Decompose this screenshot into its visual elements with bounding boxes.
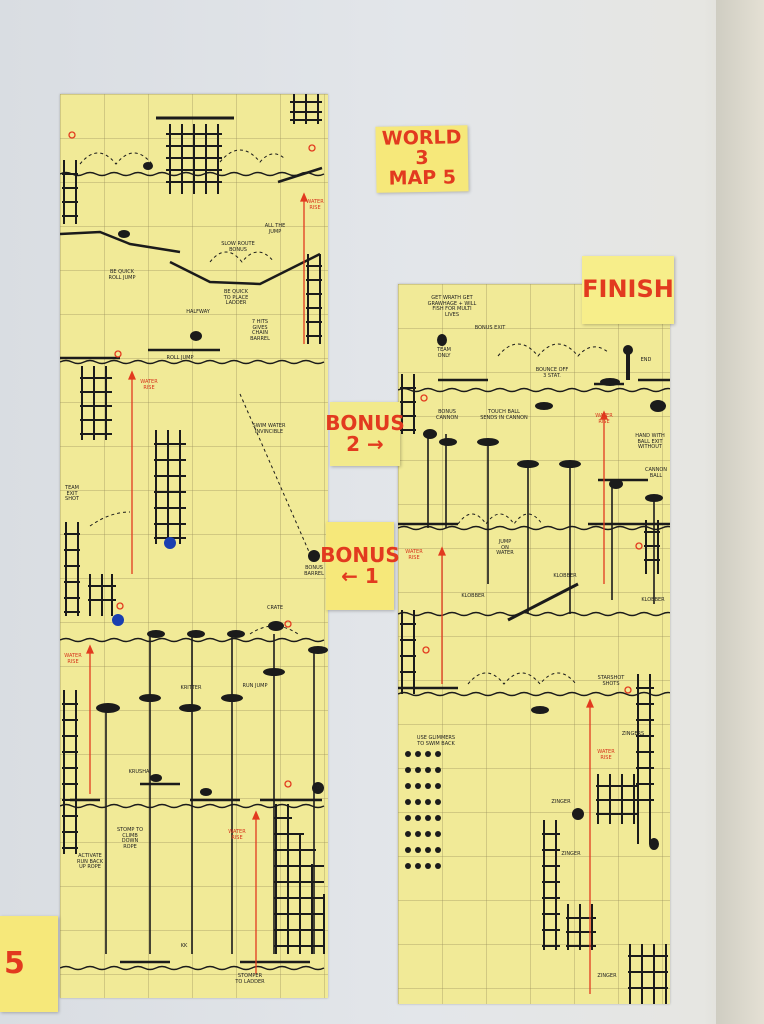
- label-halfway: HALFWAY: [178, 310, 218, 316]
- label-starshot: STARSHOT SHOTS: [594, 676, 628, 687]
- world-map-note: WORLD 3 MAP 5: [375, 125, 468, 193]
- label-cannon-ball: CANNON BALL: [642, 468, 670, 479]
- label-zinger-2: ZINGER: [558, 852, 584, 858]
- finish-note: FINISH: [582, 256, 674, 324]
- label-bonus-barrel: BONUS BARREL: [300, 566, 328, 577]
- label-klobber-3: KLOBBER: [638, 598, 668, 604]
- label-roll-jump: ROLL JUMP: [162, 356, 198, 362]
- label-water-rise-1: WATER RISE: [224, 830, 250, 841]
- label-slow-route: SLOW ROUTE BONUS: [218, 242, 258, 253]
- bonus2-line1: BONUS: [325, 413, 405, 434]
- bonus2-line2: 2 →: [346, 434, 384, 455]
- world-note-line2: MAP 5: [388, 168, 456, 189]
- label-team-only: TEAM ONLY: [432, 348, 456, 359]
- label-bonus-exit: BONUS EXIT: [470, 326, 510, 332]
- label-bonus-cannon: BONUS CANNON: [432, 410, 462, 421]
- label-kritter: KRITTER: [176, 686, 206, 692]
- label-zinger: ZINGER: [548, 800, 574, 806]
- label-get-wrath: GET WRATH GET GRAWHAGE + WILL FISH FOR M…: [420, 296, 484, 318]
- label-swim-water: SWIM WATER INVINCIBLE: [244, 424, 294, 435]
- label-run-jump: RUN JUMP: [240, 684, 270, 690]
- bonus1-line2: ← 1: [341, 566, 379, 587]
- label-touch-ball: TOUCH BALL SENDS IN CANNON: [476, 410, 532, 421]
- label-dk: DK: [312, 786, 328, 792]
- label-water-rise-2: WATER RISE: [60, 654, 86, 665]
- label-stomp: STOMP TO CLIMB DOWN ROPE: [112, 828, 148, 850]
- right-map-sheet: GET WRATH GET GRAWHAGE + WILL FISH FOR M…: [398, 284, 670, 1004]
- label-water-rise-5: WATER RISE: [594, 750, 618, 761]
- label-zingers: ZINGERS: [618, 732, 648, 738]
- right-map-drawing: [398, 284, 670, 1004]
- label-krusha: KRUSHA: [122, 770, 156, 776]
- left-map-sheet: BE QUICK ROLL JUMP SLOW ROUTE BONUS ALL …: [60, 94, 328, 998]
- label-be-quick-ladder: BE QUICK TO PLACE LADDER: [216, 290, 256, 307]
- label-jump-on-water: JUMP ON WATER: [490, 540, 520, 557]
- bonus-1-note: BONUS ← 1: [326, 522, 394, 610]
- bonus-2-note: BONUS 2 →: [330, 402, 400, 466]
- label-bounce-off: BOUNCE OFF 3 STAT.: [532, 368, 572, 379]
- wall-shadow: [716, 0, 764, 1024]
- bonus1-line1: BONUS: [320, 545, 400, 566]
- label-water-rise-6: WATER RISE: [302, 200, 328, 211]
- label-klobber-2: KLOBBER: [458, 594, 488, 600]
- label-all-the-jump: ALL THE JUMP: [260, 224, 290, 235]
- label-water-rise-3: WATER RISE: [136, 380, 162, 391]
- label-stomper: STOMPER TO LADDER: [230, 974, 270, 985]
- edge-note: 5: [0, 916, 58, 1012]
- finish-note-text: FINISH: [582, 277, 674, 302]
- world-note-line1: WORLD 3: [375, 128, 468, 169]
- label-klobber: KLOBBER: [550, 574, 580, 580]
- label-water-rise-7: WATER RISE: [592, 414, 616, 425]
- label-team-exit: TEAM EXIT SHOT: [60, 486, 84, 503]
- label-hand-with-ball: HAND WITH BALL EXIT WITHOUT: [630, 434, 670, 451]
- label-kk: KK: [174, 944, 194, 950]
- label-be-quick: BE QUICK ROLL JUMP: [102, 270, 142, 281]
- label-crate: CRATE: [260, 606, 290, 612]
- label-water-rise-6b: WATER RISE: [402, 550, 426, 561]
- edge-note-text: 5: [4, 948, 25, 980]
- label-zinger-3: ZINGER: [594, 974, 620, 980]
- label-activate: ACTIVATE RUN BACK UP ROPE: [66, 854, 114, 871]
- label-seven-hits: 7 HITS GIVES CHAIN BARREL: [242, 320, 278, 342]
- label-end: END: [636, 358, 656, 364]
- label-use-glimmer: USE GLIMMERS TO SWIM BACK: [406, 736, 466, 747]
